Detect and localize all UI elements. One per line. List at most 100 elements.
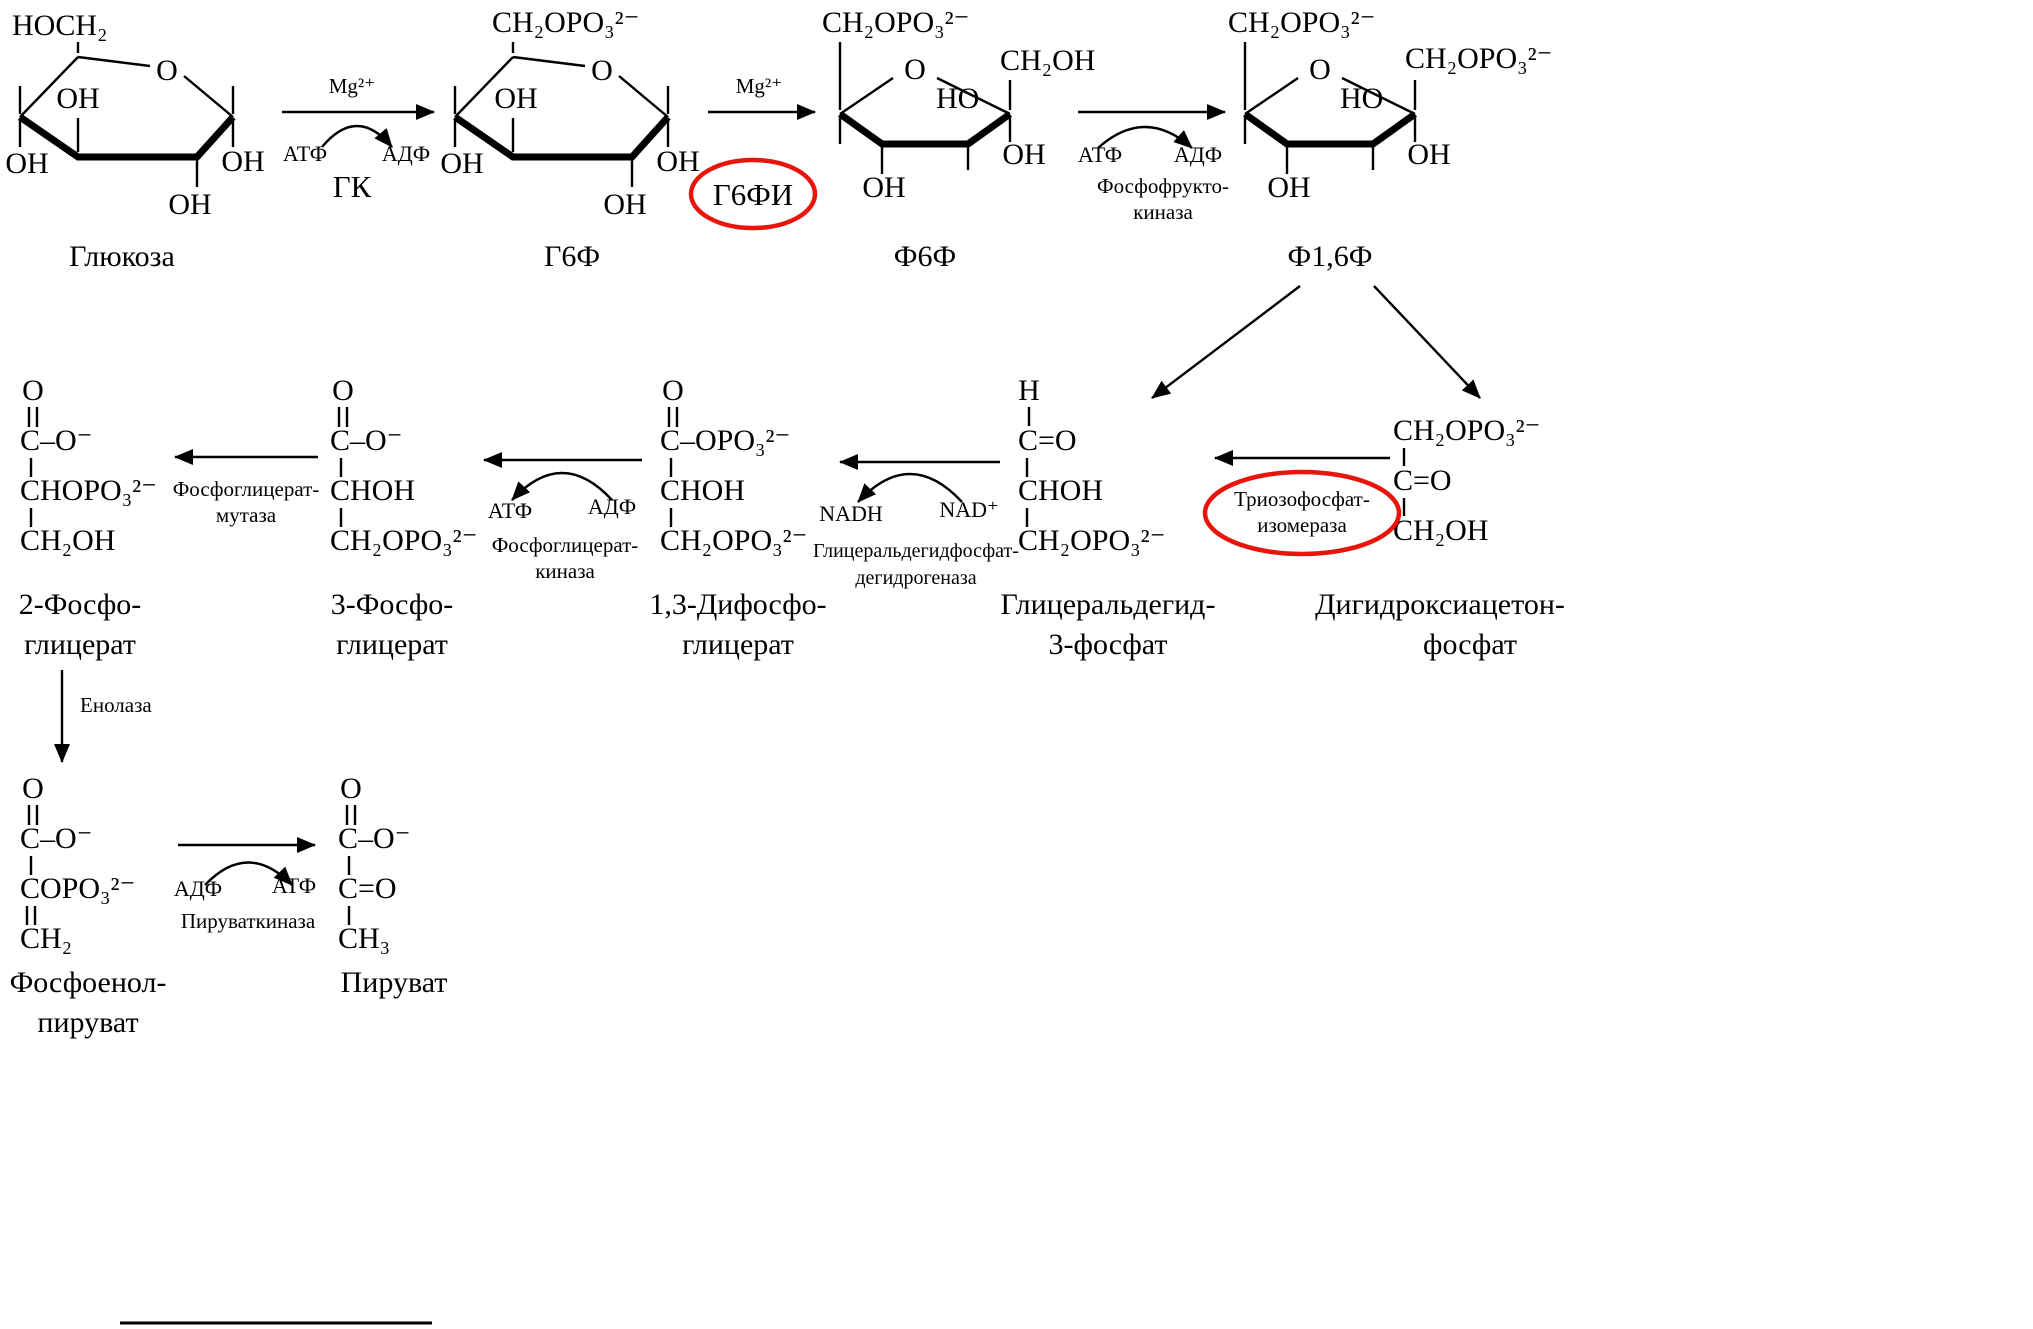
dhap-row2: C=O bbox=[1393, 464, 1452, 497]
ho-label: HO bbox=[936, 82, 979, 115]
gap-row2: C=O bbox=[1018, 424, 1077, 457]
pyr-row3: C=O bbox=[338, 872, 397, 905]
aldolase-split-arrows bbox=[1151, 285, 1481, 399]
nadh-label: NADH bbox=[819, 501, 883, 526]
hydroxyl-label: OH bbox=[5, 147, 48, 180]
enzyme-pgm-label-2: мутаза bbox=[216, 503, 277, 527]
dhap-structure: CH₂OPO₃²⁻ C=O CH₂OH Дигидроксиацетон- фо… bbox=[1315, 414, 1565, 661]
enzyme-gk-label: ГК bbox=[333, 169, 372, 204]
compound-name-glucose: Глюкоза bbox=[69, 240, 175, 273]
f16p-phosphate-right-label: CH₂OPO₃²⁻ bbox=[1405, 42, 1552, 75]
enzyme-gapdh-label-2: дегидрогеназа bbox=[855, 567, 976, 589]
compound-name-pg3-1: 3-Фосфо- bbox=[331, 588, 454, 621]
pg3-row2: C–O⁻ bbox=[330, 424, 403, 457]
dhap-row3: CH₂OH bbox=[1393, 514, 1488, 547]
atp-label: АТФ bbox=[1078, 142, 1122, 167]
g6p-phosphate-label: CH₂OPO₃²⁻ bbox=[492, 6, 639, 39]
pyr-row2: C–O⁻ bbox=[338, 822, 411, 855]
f6p-phosphate-label: CH₂OPO₃²⁻ bbox=[822, 6, 969, 39]
enzyme-pgm-label-1: Фосфоглицерат- bbox=[173, 477, 320, 501]
ring-oxygen-label: O bbox=[904, 53, 926, 86]
pep-o-label: O bbox=[22, 772, 44, 805]
compound-name-pep-1: Фосфоенол- bbox=[10, 966, 167, 999]
pep-structure: O C–O⁻ COPO₃²⁻ CH₂ Фосфоенол- пируват bbox=[10, 772, 167, 1039]
reaction-tpi: Триозофосфат- изомераза bbox=[1202, 450, 1402, 557]
gap-h-label: H bbox=[1018, 374, 1040, 407]
pg2-row4: CH₂OH bbox=[20, 524, 115, 557]
pyruvate-structure: O C–O⁻ C=O CH₃ Пируват bbox=[338, 772, 447, 999]
gap-row4: CH₂OPO₃²⁻ bbox=[1018, 524, 1165, 557]
enzyme-pfk-label-2: киназа bbox=[1133, 200, 1193, 224]
compound-name-g6p: Г6Ф bbox=[544, 240, 600, 273]
atp-label: АТФ bbox=[272, 873, 316, 898]
pg3-row3: CHOH bbox=[330, 474, 415, 507]
reaction-hexokinase: Mg²⁺ АТФ АДФ ГК bbox=[282, 74, 435, 204]
hydroxyl-label: OH bbox=[862, 171, 905, 204]
enzyme-pgk-label-2: киназа bbox=[535, 559, 595, 583]
pep-row4: CH₂ bbox=[20, 922, 72, 955]
bpg-structure: O C–OPO₃²⁻ CHOH CH₂OPO₃²⁻ 1,3-Дифосфо- г… bbox=[649, 374, 826, 661]
highlight-ellipse-g6pi bbox=[688, 157, 818, 231]
highlight-ellipse-tpi bbox=[1202, 469, 1402, 557]
pyr-row4: CH₃ bbox=[338, 922, 390, 955]
gap-structure: H C=O CHOH CH₂OPO₃²⁻ Глицеральдегид- 3-ф… bbox=[1001, 374, 1216, 661]
bpg-row2: C–OPO₃²⁻ bbox=[660, 424, 790, 457]
reaction-pk: АДФ АТФ Пируваткиназа bbox=[174, 837, 316, 933]
hydroxyl-label: OH bbox=[168, 188, 211, 221]
mg-cofactor-label: Mg²⁺ bbox=[329, 74, 376, 98]
atp-label: АТФ bbox=[283, 141, 327, 166]
reaction-gapdh: NADH NAD⁺ Глицеральдегидфосфат- дегидрог… bbox=[813, 454, 1019, 589]
enzyme-g6pi-label: Г6ФИ bbox=[713, 177, 793, 212]
pg3-row4: CH₂OPO₃²⁻ bbox=[330, 524, 477, 557]
nad-label: NAD⁺ bbox=[939, 497, 998, 522]
enzyme-gapdh-label-1: Глицеральдегидфосфат- bbox=[813, 540, 1019, 562]
glucose-hoch2-label: HOCH₂ bbox=[12, 9, 107, 42]
reaction-pgk: АТФ АДФ Фосфоглицерат- киназа bbox=[483, 452, 642, 583]
ring-oxygen-label: O bbox=[591, 54, 613, 87]
pg2-o-label: O bbox=[22, 374, 44, 407]
enzyme-enolase-label: Енолаза bbox=[80, 693, 152, 717]
reaction-enolase: Енолаза bbox=[54, 670, 152, 763]
f6p-structure: CH₂OPO₃²⁻ O CH₂OH HO OH OH Ф6Ф bbox=[822, 6, 1095, 273]
reaction-g6p-isomerase: Mg²⁺ Г6ФИ bbox=[688, 74, 818, 231]
compound-name-pyruvate: Пируват bbox=[341, 966, 448, 999]
enzyme-pk-label: Пируваткиназа bbox=[181, 909, 316, 933]
ring-oxygen-label: O bbox=[156, 54, 178, 87]
bpg-row4: CH₂OPO₃²⁻ bbox=[660, 524, 807, 557]
g6p-structure: CH₂OPO₃²⁻ O OH OH OH OH Г6Ф bbox=[440, 6, 699, 273]
compound-name-bpg-1: 1,3-Дифосфо- bbox=[649, 588, 826, 621]
glucose-structure: HOCH₂ O OH OH OH OH Глюкоза bbox=[5, 9, 264, 273]
hydroxyl-label: OH bbox=[1407, 138, 1450, 171]
enzyme-tpi-label-2: изомераза bbox=[1257, 513, 1347, 537]
adp-label: АДФ bbox=[382, 141, 430, 166]
f6p-ch2oh-label: CH₂OH bbox=[1000, 44, 1095, 77]
ring-oxygen-label: O bbox=[1309, 53, 1331, 86]
reaction-pfk: АТФ АДФ Фосфофрукто- киназа bbox=[1078, 104, 1229, 224]
hydroxyl-label: OH bbox=[1002, 138, 1045, 171]
compound-name-gap-2: 3-фосфат bbox=[1049, 628, 1168, 661]
enzyme-tpi-label-1: Триозофосфат- bbox=[1234, 487, 1370, 511]
pep-row2: C–O⁻ bbox=[20, 822, 93, 855]
f16p-phosphate-left-label: CH₂OPO₃²⁻ bbox=[1228, 6, 1375, 39]
atp-label: АТФ bbox=[488, 498, 532, 523]
hydroxyl-label: OH bbox=[440, 147, 483, 180]
compound-name-pg2-1: 2-Фосфо- bbox=[19, 588, 142, 621]
pep-row3: COPO₃²⁻ bbox=[20, 872, 135, 905]
adp-label: АДФ bbox=[1174, 142, 1222, 167]
compound-name-f16p: Ф1,6Ф bbox=[1288, 240, 1373, 273]
bpg-o-label: O bbox=[662, 374, 684, 407]
ho-label: HO bbox=[1340, 82, 1383, 115]
compound-name-pg2-2: глицерат bbox=[24, 628, 136, 661]
enzyme-pgk-label-1: Фосфоглицерат- bbox=[492, 533, 639, 557]
f16p-structure: CH₂OPO₃²⁻ O CH₂OPO₃²⁻ HO OH OH Ф1,6Ф bbox=[1228, 6, 1552, 273]
hydroxyl-label: OH bbox=[56, 82, 99, 115]
compound-name-dhap-2: фосфат bbox=[1423, 628, 1517, 661]
hydroxyl-label: OH bbox=[603, 188, 646, 221]
reaction-pgm: Фосфоглицерат- мутаза bbox=[173, 449, 320, 527]
dhap-row1: CH₂OPO₃²⁻ bbox=[1393, 414, 1540, 447]
hydroxyl-label: OH bbox=[494, 82, 537, 115]
compound-name-pg3-2: глицерат bbox=[336, 628, 448, 661]
pg2-row2: C–O⁻ bbox=[20, 424, 93, 457]
